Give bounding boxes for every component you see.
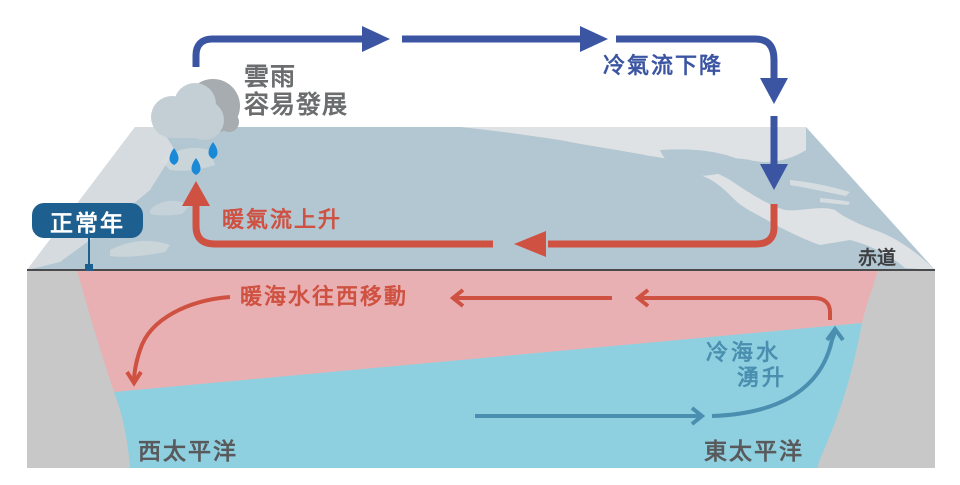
ocean-cross-section [27,269,935,468]
cold-water-upwelling-label-line1: 冷海水 [706,341,782,366]
cold-air-descending-label: 冷氣流下降 [603,54,724,79]
cold-water-flow-arrow [475,325,845,426]
warm-air-rising-label: 暖氣流上升 [222,208,343,233]
cold-air-flow-arrow [192,26,788,190]
badge-pointer-line [88,238,90,266]
cloud-rain-label-line1: 雲雨 [244,62,297,91]
warm-air-flow-arrow [182,181,778,257]
raindrop-icon [169,142,218,175]
warm-water-westward-label: 暖海水往西移動 [240,285,409,310]
normal-year-badge: 正常年 [32,203,143,238]
cold-water-upwelling-label-line2: 湧升 [737,366,788,391]
equator-label: 赤道 [858,247,897,269]
warm-water-flow-arrow [125,288,832,387]
badge-pointer-dot [85,264,93,271]
east-pacific-label: 東太平洋 [704,439,804,465]
pacific-map-surface [27,127,935,270]
cloud-rain-label-line2: 容易發展 [244,90,349,119]
rain-cloud-icon [151,79,240,140]
west-pacific-label: 西太平洋 [138,439,238,465]
